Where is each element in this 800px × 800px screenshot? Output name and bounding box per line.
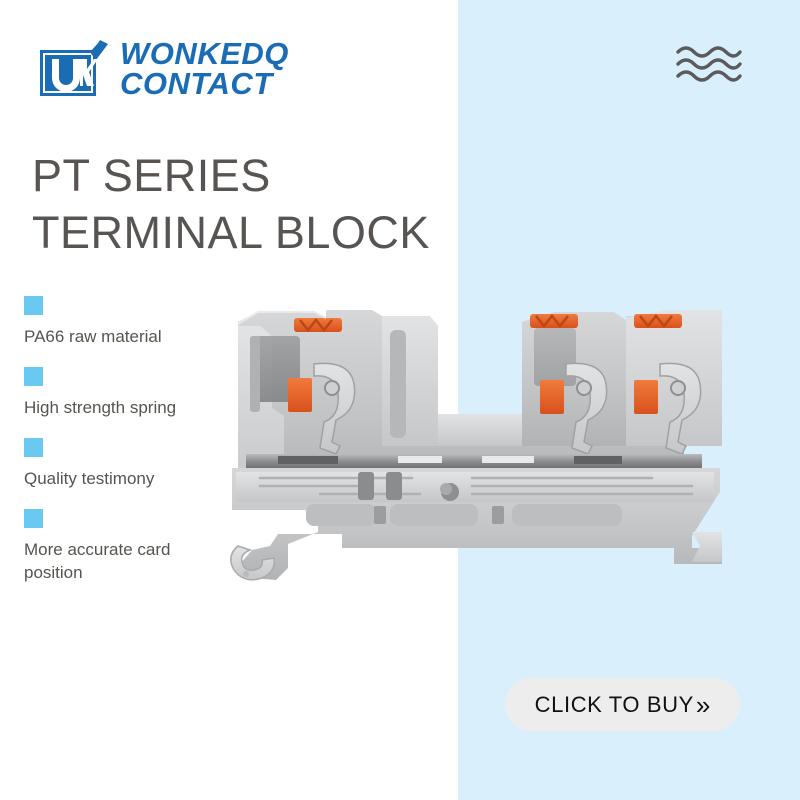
page-title: PT SERIES TERMINAL BLOCK: [32, 148, 552, 261]
list-item: PA66 raw material: [24, 296, 234, 349]
feature-label: Quality testimony: [24, 468, 155, 488]
bullet-square-icon: [24, 437, 43, 457]
product-image: [222, 296, 732, 608]
wave-lines-icon: [674, 42, 744, 86]
bullet-square-icon: [24, 508, 43, 528]
feature-label: More accurate card position: [24, 539, 171, 582]
page-title-line1: PT SERIES: [32, 150, 271, 201]
cta-label: CLICK TO BUY: [534, 691, 694, 717]
list-item: More accurate card position: [24, 508, 234, 585]
bullet-square-icon: [24, 296, 43, 315]
page-title-line2: TERMINAL BLOCK: [32, 206, 430, 258]
brand-wordmark-line1: WONKEDQ: [120, 36, 289, 72]
feature-list: PA66 raw material High strength spring Q…: [24, 296, 234, 603]
list-item: High strength spring: [24, 366, 234, 420]
feature-label: PA66 raw material: [24, 327, 162, 346]
brand-logo[interactable]: WONKEDQ CONTACT: [38, 36, 289, 102]
brand-wordmark: WONKEDQ CONTACT: [120, 36, 289, 101]
click-to-buy-button[interactable]: CLICK TO BUY »: [505, 678, 740, 731]
feature-label: High strength spring: [24, 397, 177, 417]
list-item: Quality testimony: [24, 437, 234, 491]
uk-shield-icon: [38, 38, 112, 100]
double-chevron-right-icon: »: [695, 689, 711, 720]
brand-wordmark-line2: CONTACT: [120, 66, 273, 101]
bullet-square-icon: [24, 366, 43, 386]
